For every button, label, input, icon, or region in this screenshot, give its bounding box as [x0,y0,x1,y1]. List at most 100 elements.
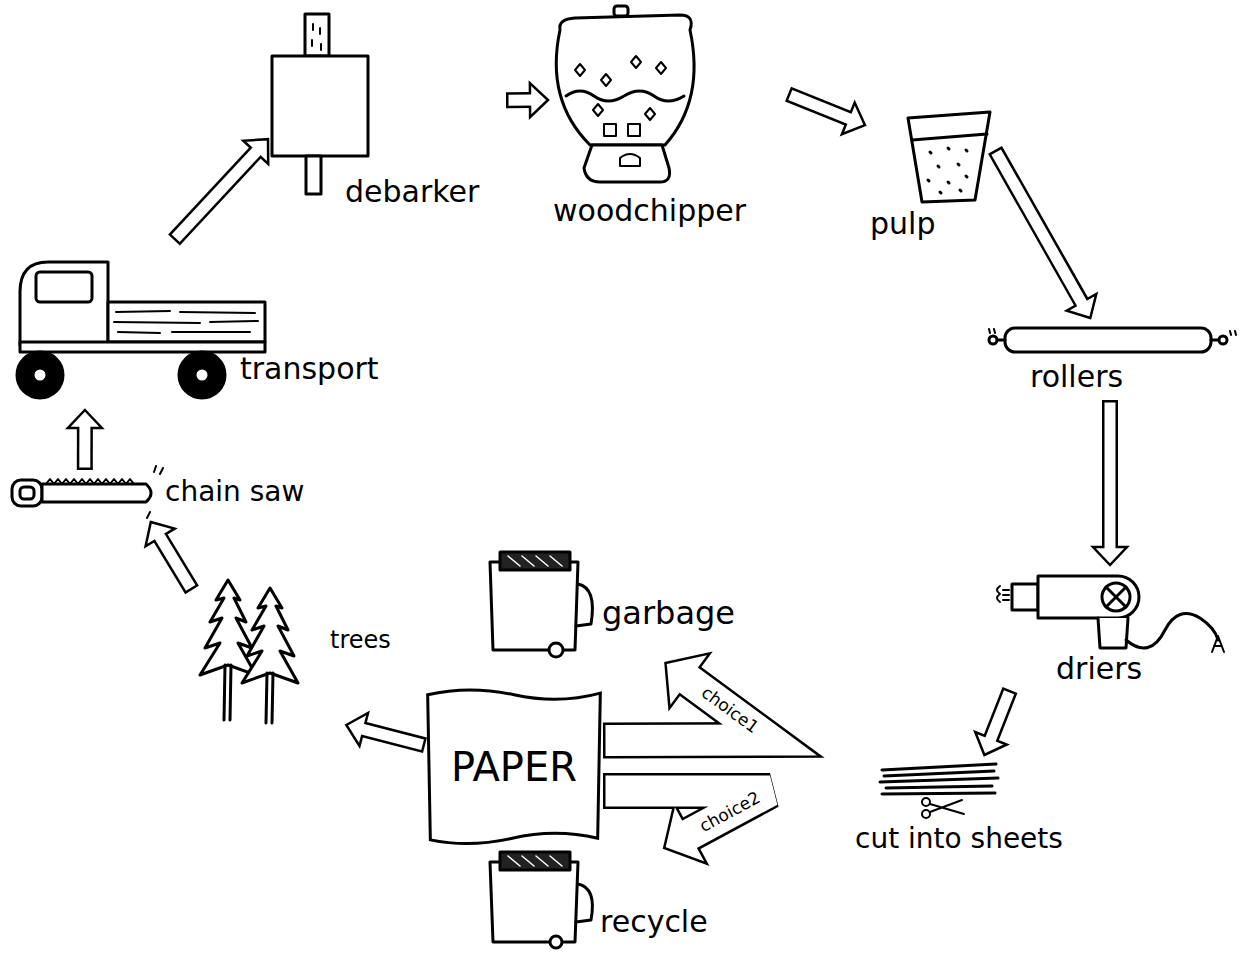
sheets-scissors-icon [880,764,998,818]
trees-stage: trees [192,575,395,725]
woodchipper-icon [604,124,616,136]
flow-arrow [346,713,425,746]
stage-label: pulp [870,207,935,242]
stage-label: cut into sheets [855,823,1063,855]
truck-icon [20,262,108,345]
flow-arrow [506,83,548,117]
woodchipper-icon [620,154,640,166]
flow-arrow [975,690,1010,755]
flow-arrow-fill [159,535,191,588]
pine-tree [200,580,256,675]
flow-arrow [995,150,1096,318]
debarker-stage: debarker [268,10,506,215]
truck-icon [114,311,258,333]
hair-dryer-icon [997,576,1224,652]
stage-label: recycle [600,905,708,940]
garbage-bin-icon [576,584,592,626]
roller-icon [989,336,997,344]
flow-arrow-fill [996,152,1083,305]
stage-label: trees [330,627,391,655]
rollers-stage: rollers [985,318,1230,400]
roller-icon [995,339,1220,342]
chain-saw-icon [12,480,42,506]
flow-arrow-fill [790,95,851,120]
pine-tree [242,588,298,683]
truck-icon [17,352,63,398]
truck-icon [33,368,47,382]
paper-sheet-outline [428,690,601,844]
choice-label: choice1 [697,683,763,738]
pulp-cup-icon [908,112,990,202]
sheets-scissors-icon [880,764,998,794]
garbage-bin-icon [500,552,570,570]
flow-arrow-fill [606,679,771,740]
transport-stage: transport [12,240,417,410]
flow-arrow [68,410,102,470]
roller-icon [1219,336,1227,344]
truck-icon [108,302,265,342]
illustration-part [12,6,1236,948]
hair-dryer-icon [997,586,1009,602]
chain-saw-icon [20,487,34,499]
stage-label: driers [1056,652,1142,687]
recycle-bin-icon [508,856,562,866]
flow-arrow-fill [1105,403,1116,551]
roller-icon [989,329,1236,335]
paper-sheet: PAPER [425,685,603,848]
recycle-bin-icon [490,852,592,948]
hair-dryer-icon [1106,587,1126,607]
woodchipper-icon [556,6,694,182]
flow-arrow [1093,400,1127,565]
recycle-bin-icon [550,936,562,948]
garbage-bin-icon [490,552,592,657]
hair-dryer-icon [1038,576,1139,618]
woodchipper-icon [614,6,628,16]
flow-arrow [146,522,192,590]
chain-saw-icon [12,466,163,518]
stage-label: debarker [345,175,479,210]
chain-saw-stage: chain saw [8,470,348,522]
hair-dryer-icon [1126,614,1218,648]
recycle-bin-icon [500,852,570,870]
woodchipper-icon [575,56,666,120]
stage-label: rollers [1030,360,1123,395]
debarker-icon [312,24,321,50]
flow-arrow [603,653,770,740]
garbage-stage: garbage [482,545,760,663]
recycle-stage: recycle [482,848,750,950]
roller-icon [989,328,1236,352]
pine-tree [242,588,298,723]
hair-dryer-icon [1102,583,1130,611]
flow-arrow [788,94,865,134]
hair-dryer-icon [1012,584,1038,610]
cut-sheets-stage: cut into sheets [850,755,1170,870]
recycle-bin-icon [576,884,592,922]
driers-stage: driers [988,565,1188,690]
truck-icon [17,262,265,398]
roller-icon [1005,328,1211,352]
pulp-stage: pulp [865,105,995,260]
garbage-bin-icon [549,643,563,657]
woodchipper-icon [584,145,670,182]
stage-label: chain saw [165,476,304,508]
chain-saw-icon [42,484,151,502]
pine-tree [266,673,273,723]
chain-saw-icon [147,466,163,518]
truck-icon [36,272,92,302]
flow-arrow [174,139,268,240]
flow-arrow-fill [79,425,90,468]
pulp-cup-icon [912,134,987,140]
hair-dryer-icon [1098,618,1128,648]
truck-icon [195,368,209,382]
sheets-scissors-icon [922,798,930,806]
woodchipper-stage: woodchipper [548,12,788,240]
choice-label: choice2 [696,788,766,836]
debarker-icon [272,14,368,194]
woodchipper-icon [628,124,640,136]
flow-arrow-fill [509,95,534,106]
debarker-icon [306,156,321,194]
stage-label: woodchipper [553,194,746,229]
garbage-bin-icon [490,562,578,650]
stage-label: PAPER [451,744,577,790]
